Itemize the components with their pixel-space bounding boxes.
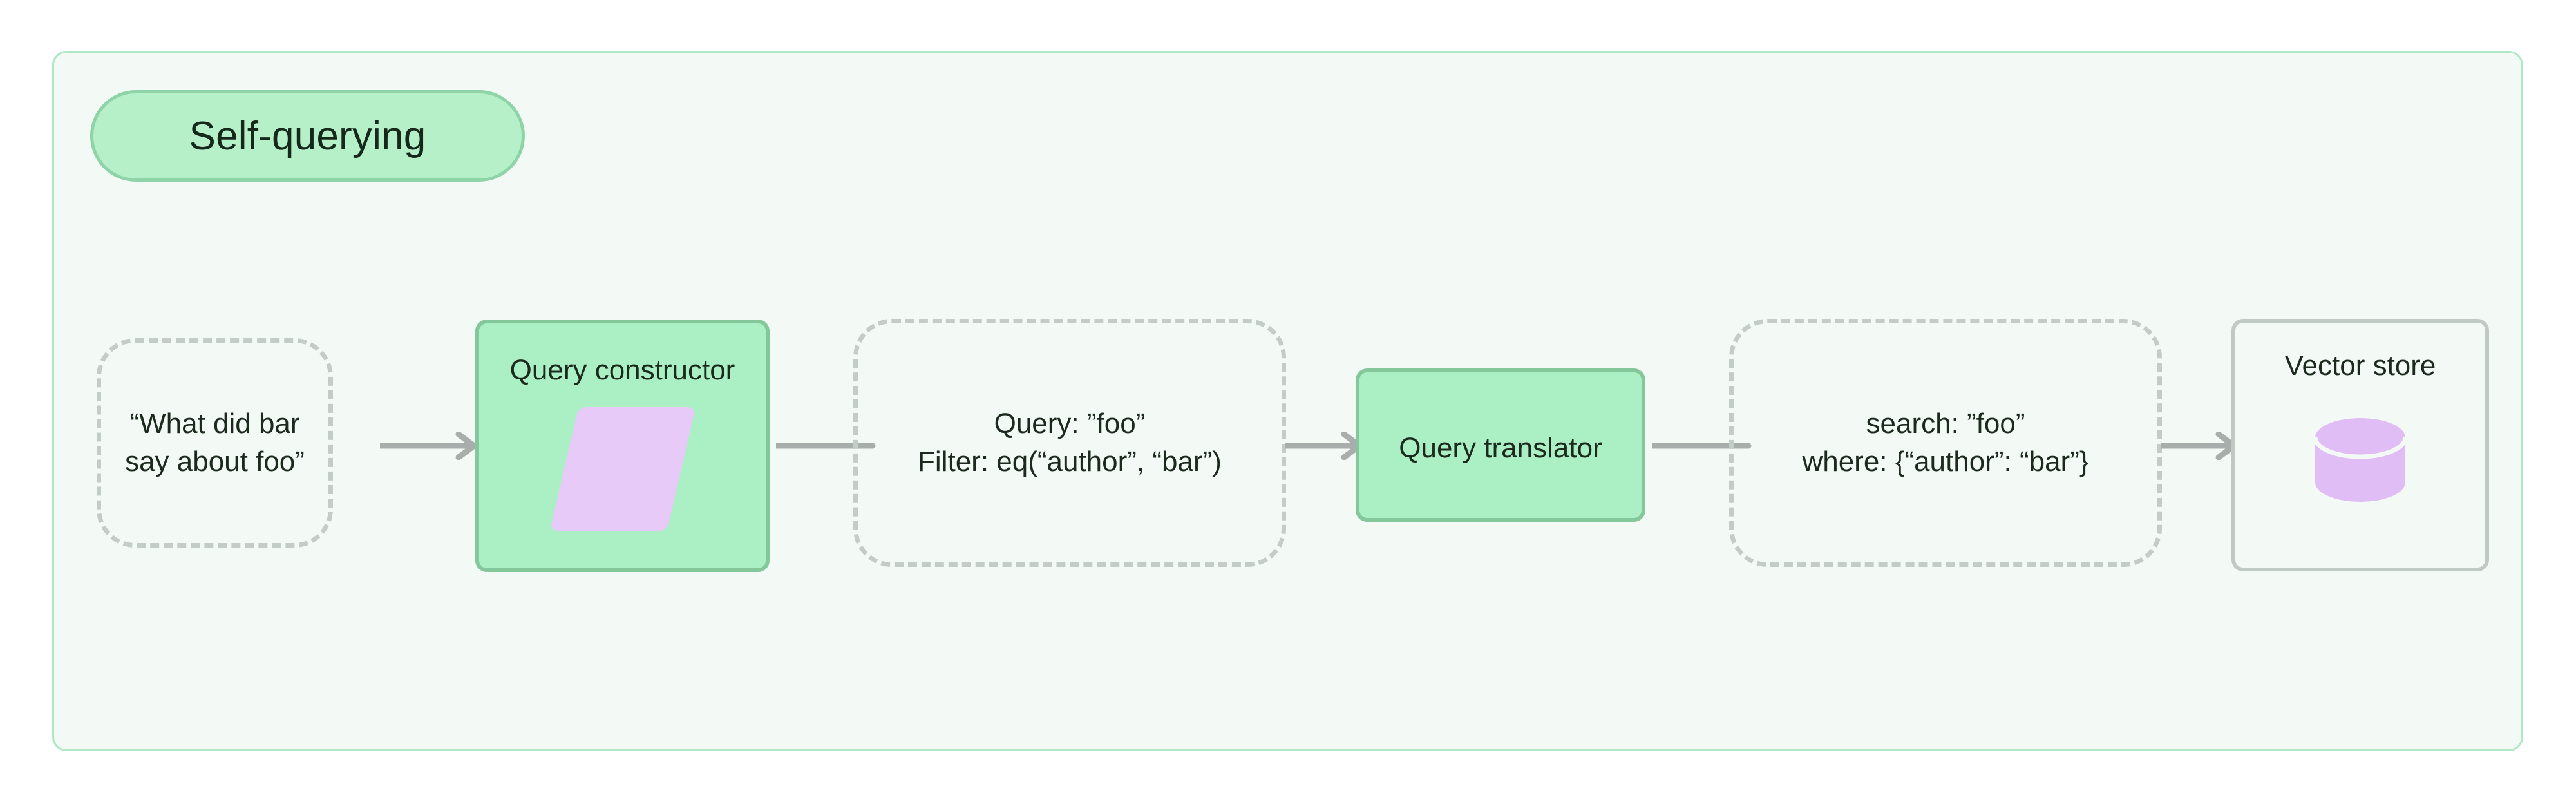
node-query-constructor-label: Query constructor: [509, 354, 735, 386]
subgraph-title-self-querying: Self-querying: [90, 90, 525, 182]
database-cylinder-icon: [2313, 418, 2408, 502]
edge-user-question-to-query-constructor: [380, 432, 477, 460]
node-user-question[interactable]: “What did bar say about foo”: [97, 338, 333, 548]
node-native-query-label: search: ”foo” where: {“author”: “bar”}: [1802, 408, 2089, 477]
node-query-translator-label: Query translator: [1399, 432, 1602, 464]
node-user-question-label: “What did bar say about foo”: [125, 408, 305, 477]
node-query-constructor[interactable]: Query constructor: [475, 320, 770, 572]
node-structured-query[interactable]: Query: ”foo” Filter: eq(“author”, “bar”): [853, 319, 1286, 567]
node-vector-store-label: Vector store: [2284, 350, 2436, 381]
node-vector-store[interactable]: Vector store: [2231, 319, 2489, 571]
node-query-translator[interactable]: Query translator: [1356, 368, 1645, 522]
parallelogram-icon: [549, 407, 696, 531]
node-structured-query-label: Query: ”foo” Filter: eq(“author”, “bar”): [918, 408, 1222, 477]
node-native-query[interactable]: search: ”foo” where: {“author”: “bar”}: [1729, 319, 2162, 567]
